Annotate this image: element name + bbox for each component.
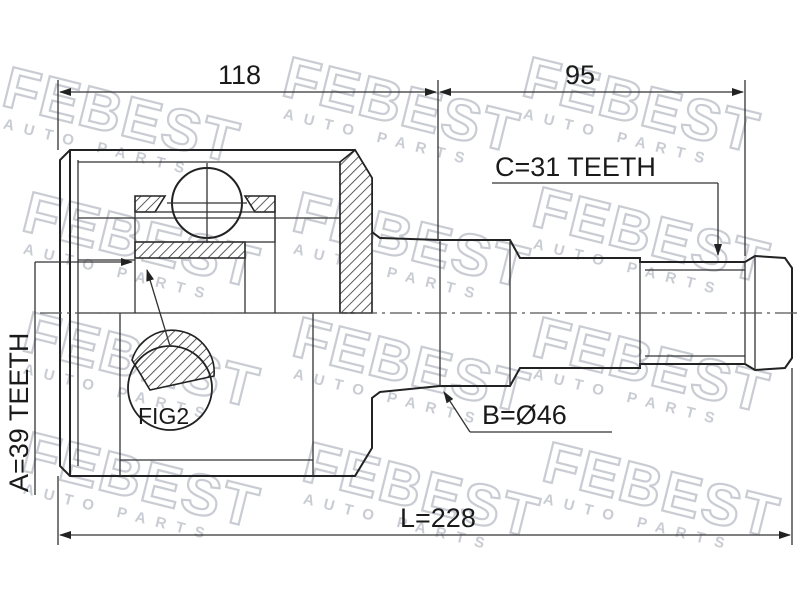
label-95: 95 xyxy=(565,60,595,90)
label-seal-diameter: B=Ø46 xyxy=(482,400,567,430)
hatched-sections xyxy=(131,148,373,391)
dimension-lines xyxy=(34,80,793,545)
label-fig2: FIG2 xyxy=(138,403,189,429)
label-outer-teeth: C=31 TEETH xyxy=(495,152,656,182)
dimension-labels: 118 95 C=31 TEETH B=Ø46 L=228 FIG2 A=39 … xyxy=(4,60,656,533)
label-118: 118 xyxy=(218,60,261,90)
watermark-layer: FEBEST AUTO PARTS FEBEST AUTO PARTS FEBE… xyxy=(0,43,787,554)
label-total-length: L=228 xyxy=(400,503,476,533)
label-inner-teeth: A=39 TEETH xyxy=(4,333,34,492)
fig2-hatch xyxy=(131,329,215,391)
